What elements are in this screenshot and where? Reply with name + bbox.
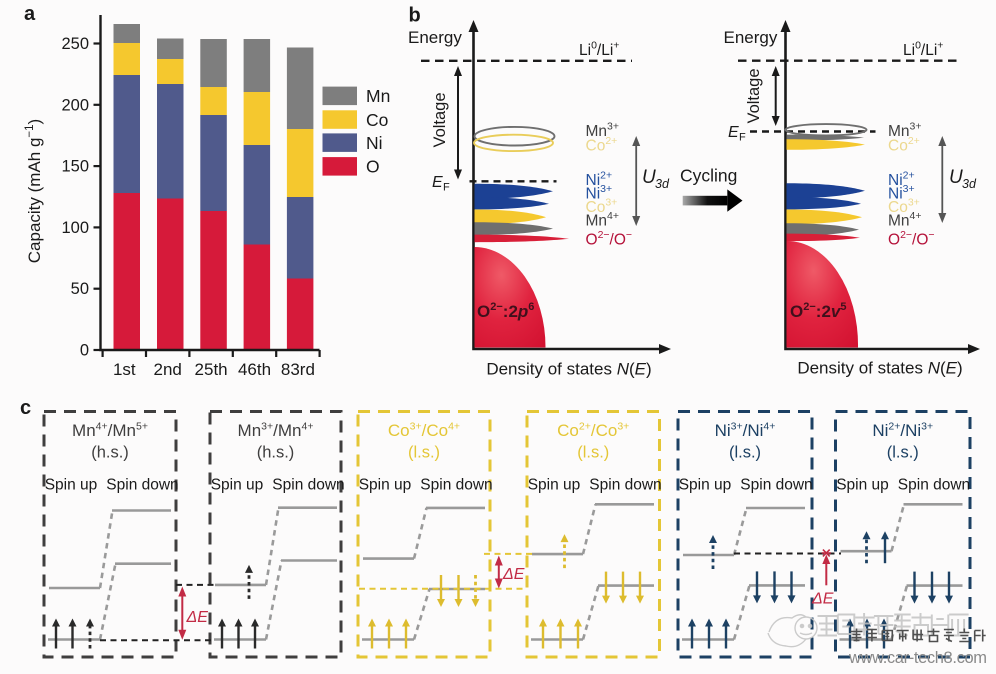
svg-text:O2−:2p6: O2−:2p6 — [477, 301, 534, 321]
svg-text:(h.s.): (h.s.) — [91, 444, 129, 462]
svg-text:Voltage: Voltage — [431, 92, 449, 147]
svg-text:Density of states N(E): Density of states N(E) — [797, 359, 962, 378]
svg-text:Density of states N(E): Density of states N(E) — [486, 360, 651, 379]
svg-text:(l.s.): (l.s.) — [577, 444, 609, 462]
svg-text:Voltage: Voltage — [745, 68, 763, 123]
svg-text:Spin down: Spin down — [106, 477, 178, 494]
svg-text:E: E — [728, 124, 739, 141]
svg-text:Spin up: Spin up — [45, 477, 98, 494]
svg-text:Spin up: Spin up — [211, 477, 264, 494]
svg-text:2nd: 2nd — [154, 360, 182, 379]
svg-text:0: 0 — [80, 342, 89, 360]
svg-text:3d: 3d — [655, 177, 670, 191]
svg-text:200: 200 — [61, 96, 89, 114]
svg-text:(l.s.): (l.s.) — [408, 444, 440, 462]
svg-text:Mn4+: Mn4+ — [586, 210, 620, 230]
svg-text:U: U — [642, 167, 656, 188]
svg-text:Mn3+/Mn4+: Mn3+/Mn4+ — [238, 421, 314, 441]
svg-text:Spin up: Spin up — [359, 477, 412, 494]
svg-text:Co2+/Co3+: Co2+/Co3+ — [557, 421, 629, 441]
svg-text:Li0/Li+: Li0/Li+ — [579, 40, 619, 60]
svg-text:25th: 25th — [195, 360, 228, 379]
svg-text:Spin down: Spin down — [272, 477, 344, 494]
svg-text:Li0/Li+: Li0/Li+ — [903, 40, 943, 60]
svg-text:Energy: Energy — [408, 28, 462, 47]
svg-text:Ni: Ni — [366, 133, 383, 153]
svg-text:E: E — [432, 174, 443, 191]
svg-text:ΔE: ΔE — [811, 591, 834, 608]
svg-text:F: F — [443, 182, 450, 194]
svg-text:O2−/O−: O2−/O− — [888, 229, 935, 249]
svg-text:1st: 1st — [113, 360, 136, 379]
svg-text:Mn4+: Mn4+ — [888, 210, 922, 230]
svg-text:O: O — [366, 157, 380, 177]
svg-text:50: 50 — [71, 280, 89, 298]
svg-text:Spin up: Spin up — [528, 477, 581, 494]
svg-text:Spin up: Spin up — [679, 477, 732, 494]
svg-text:O2−/O−: O2−/O− — [586, 229, 633, 249]
svg-text:(l.s.): (l.s.) — [887, 444, 919, 462]
svg-text:Spin down: Spin down — [589, 477, 661, 494]
svg-text:Mn: Mn — [366, 86, 390, 106]
svg-text:Spin down: Spin down — [740, 477, 812, 494]
svg-text:a: a — [24, 3, 36, 25]
svg-text:O2−:2v5: O2−:2v5 — [790, 301, 847, 321]
svg-text:46th: 46th — [238, 360, 271, 379]
svg-text:Ni2+/Ni3+: Ni2+/Ni3+ — [872, 421, 933, 441]
svg-text:250: 250 — [61, 35, 89, 53]
svg-text:(h.s.): (h.s.) — [257, 444, 295, 462]
svg-text:Co3+/Co4+: Co3+/Co4+ — [388, 421, 460, 441]
svg-text:Mn4+/Mn5+: Mn4+/Mn5+ — [72, 421, 148, 441]
svg-text:100: 100 — [61, 219, 89, 237]
svg-text:Capacity (mAh g−1): Capacity (mAh g−1) — [24, 119, 44, 263]
svg-text:150: 150 — [61, 158, 89, 176]
svg-text:3d: 3d — [962, 177, 977, 191]
svg-text:F: F — [739, 132, 746, 144]
svg-text:Spin up: Spin up — [836, 477, 889, 494]
svg-text:Spin down: Spin down — [420, 477, 492, 494]
svg-text:c: c — [20, 397, 31, 419]
svg-text:Spin down: Spin down — [898, 477, 970, 494]
svg-text:83rd: 83rd — [281, 360, 315, 379]
svg-text:Cycling: Cycling — [680, 166, 737, 186]
svg-text:(l.s.): (l.s.) — [729, 444, 761, 462]
svg-text:ΔE: ΔE — [186, 609, 209, 626]
svg-text:Co2+: Co2+ — [888, 135, 920, 155]
svg-text:www.car-tech8.com: www.car-tech8.com — [848, 649, 987, 667]
svg-text:Co2+: Co2+ — [586, 135, 618, 155]
svg-text:Co: Co — [366, 110, 388, 130]
svg-text:ΔE: ΔE — [502, 566, 525, 583]
svg-text:Ni3+/Ni4+: Ni3+/Ni4+ — [715, 421, 776, 441]
svg-text:b: b — [409, 5, 421, 27]
svg-text:Energy: Energy — [724, 28, 778, 47]
svg-text:U: U — [949, 167, 963, 188]
